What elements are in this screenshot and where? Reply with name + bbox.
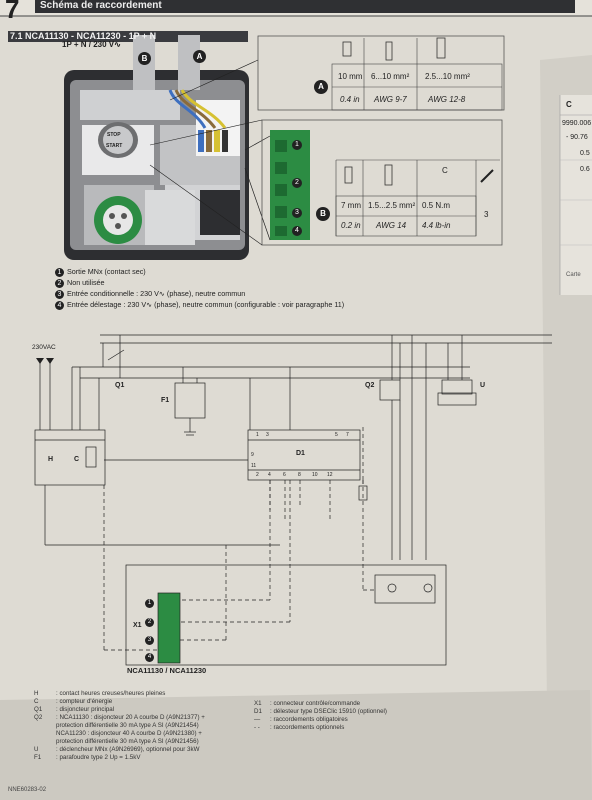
x1-terminal-3: 3 [145,636,154,645]
x1-terminal-2: 2 [145,618,154,627]
marker-b-photo: B [138,52,151,65]
d1-terminal: 11 [251,463,257,469]
legend-item: - -: raccordements optionnels [254,724,345,731]
table-a-section-solid: 6...10 mm² [371,72,410,81]
marker-a-photo: A [193,50,206,63]
u-label: U [480,382,486,389]
side-page-note: Carte [566,272,581,278]
table-b-section: 1.5...2.5 mm² [368,201,416,210]
h-label: H [48,456,54,463]
document-reference: NNE60283-02 [8,787,47,793]
legend-right: X1: connecteur contrôle/commande D1: dél… [254,700,474,740]
legend-item: H: contact heures creuses/heures pleines [34,690,166,697]
table-b-strip-length: 7 mm [341,201,361,210]
start-button-label: START [106,143,123,149]
device-title: NCA11130 / NCA11230 [127,666,207,675]
x1-label: X1 [133,622,142,629]
legend-item: Q2: NCA11130 : disjoncteur 20 A courbe D… [34,714,205,721]
legend-item: protection différentielle 30 mA type A S… [56,722,199,729]
stop-button-label: STOP [107,132,121,138]
legend-item: F1: parafoudre type 2 Up = 1.5kV [34,754,141,761]
d1-terminal: 5 [335,432,338,438]
table-b-strip-length-in: 0.2 in [341,221,361,230]
side-page-header: C [566,100,572,109]
f1-label: F1 [161,397,170,404]
marker-b-table: B [316,207,330,221]
table-a-awg-solid: AWG 9-7 [374,95,407,104]
table-b-torque: 0.5 N.m [422,201,451,210]
chapter-title: Schéma de raccordement [40,0,162,11]
table-a-strip-length-in: 0.4 in [340,95,360,104]
legend-item: protection différentielle 30 mA type A S… [56,738,199,745]
d1-terminal: 1 [256,432,259,438]
d1-terminal: 9 [251,452,254,458]
side-page-value: 0.5 [580,150,590,157]
d1-terminal: 8 [298,472,301,478]
table-b-screwdriver-size: 3 [484,210,489,219]
legend-item: U: déclencheur MNx (A9N26969), optionnel… [34,746,200,753]
legend-item: X1: connecteur contrôle/commande [254,700,361,707]
supply-label: 1P + N / 230 V∿ [62,40,121,49]
side-page-value: 9990.006 [562,120,592,127]
terminal-number-3: 3 [292,208,302,218]
table-a-strip-length: 10 mm [338,72,363,81]
d1-terminal: 4 [268,472,271,478]
q2-label: Q2 [365,382,375,389]
c-label: C [74,456,80,463]
table-b-awg: AWG 14 [376,221,407,230]
legend-item: D1: délesteur type DSEClic 15910 (option… [254,708,387,715]
d1-terminal: 10 [312,472,318,478]
table-b-screwdriver-label: C [442,166,448,175]
side-page-value: - 90.76 [566,134,588,141]
table-a-awg-ferrule: AWG 12-8 [428,95,466,104]
d1-terminal: 2 [256,472,259,478]
d1-label: D1 [296,450,305,457]
q1-label: Q1 [115,382,125,389]
legend-item: C: compteur d'énergie [34,698,113,705]
legend-item: Q1: disjoncteur principal [34,706,115,713]
legend-item: —: raccordements obligatoires [254,716,348,723]
legend-left: H: contact heures creuses/heures pleines… [34,690,264,770]
legend-item: NCA11230 : disjoncteur 40 A courbe D (A9… [56,730,202,737]
x1-terminal-4: 4 [145,653,154,662]
x1-terminal-1: 1 [145,599,154,608]
terminal-number-1: 1 [292,140,302,150]
marker-a-table: A [314,80,328,94]
chapter-number: 7 [5,0,20,24]
supply-voltage-label: 230VAC [32,344,56,351]
d1-terminal: 3 [266,432,269,438]
terminal-number-2: 2 [292,178,302,188]
table-b-torque-lbin: 4.4 lb-in [422,221,451,230]
d1-terminal: 12 [327,472,333,478]
d1-terminal: 7 [346,432,349,438]
section-title: 7.1 NCA11130 - NCA11230 - 1P + N [10,31,157,41]
table-a-section-ferrule: 2.5...10 mm² [425,72,470,81]
terminal-number-4: 4 [292,226,302,236]
side-page-value: 0.6 [580,166,590,173]
d1-terminal: 6 [283,472,286,478]
